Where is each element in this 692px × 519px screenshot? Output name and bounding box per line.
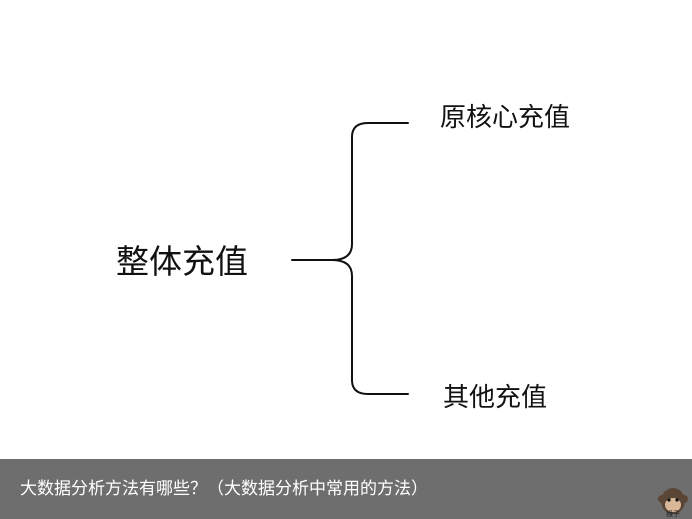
brace-connector: [291, 122, 409, 395]
branch-label-top: 原核心充值: [440, 103, 571, 133]
monkey-face-icon: 猴子: [658, 488, 688, 518]
footer-caption: 大数据分析方法有哪些？（大数据分析中常用的方法）: [20, 479, 428, 499]
brace-path: [291, 122, 409, 395]
root-node-label: 整体充值: [116, 242, 248, 281]
diagram-canvas: 整体充值 原核心充值 其他充值: [116, 103, 571, 413]
footer-bar: 大数据分析方法有哪些？（大数据分析中常用的方法） 猴子: [0, 459, 692, 519]
branch-label-bottom: 其他充值: [443, 383, 548, 413]
logo-text: 猴子: [666, 509, 680, 518]
